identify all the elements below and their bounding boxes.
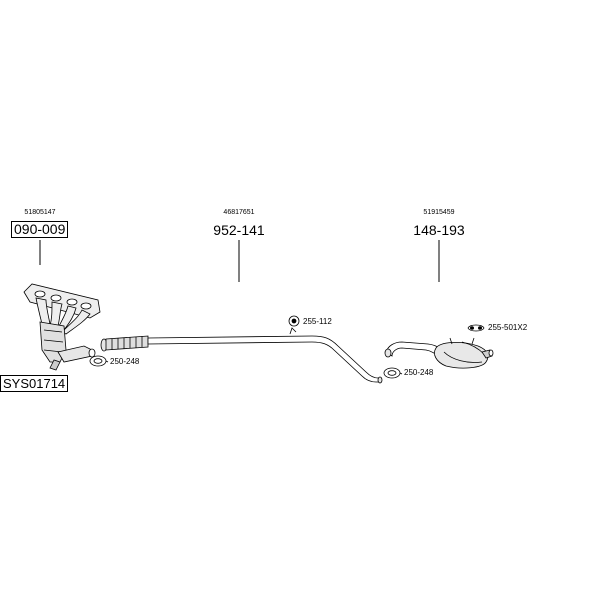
gasket-250-248-right xyxy=(383,367,403,379)
oe-number-group-1: 51805147 xyxy=(24,209,56,216)
manifold-catalyst-part xyxy=(23,283,101,371)
part-number-090-009[interactable]: 090-009 xyxy=(11,221,69,238)
middle-pipe-part xyxy=(100,327,383,384)
rear-silencer-part xyxy=(384,337,494,369)
oe-number-group-3: 51915459 xyxy=(423,209,455,216)
gasket-250-248-left xyxy=(89,355,109,367)
accessory-label-250-248-left[interactable]: 250-248 xyxy=(110,357,140,366)
accessory-label-255-112[interactable]: 255-112 xyxy=(303,317,332,326)
rubber-mount-255-501x2 xyxy=(467,324,485,332)
oe-number-group-2: 46817651 xyxy=(223,209,255,216)
part-number-148-193[interactable]: 148-193 xyxy=(413,222,465,238)
accessory-label-255-501x2[interactable]: 255-501X2 xyxy=(488,323,528,332)
rubber-mount-255-112 xyxy=(288,315,300,327)
system-code-label: SYS01714 xyxy=(0,375,69,392)
accessory-label-250-248-right[interactable]: 250-248 xyxy=(404,368,434,377)
part-number-952-141[interactable]: 952-141 xyxy=(213,222,265,238)
